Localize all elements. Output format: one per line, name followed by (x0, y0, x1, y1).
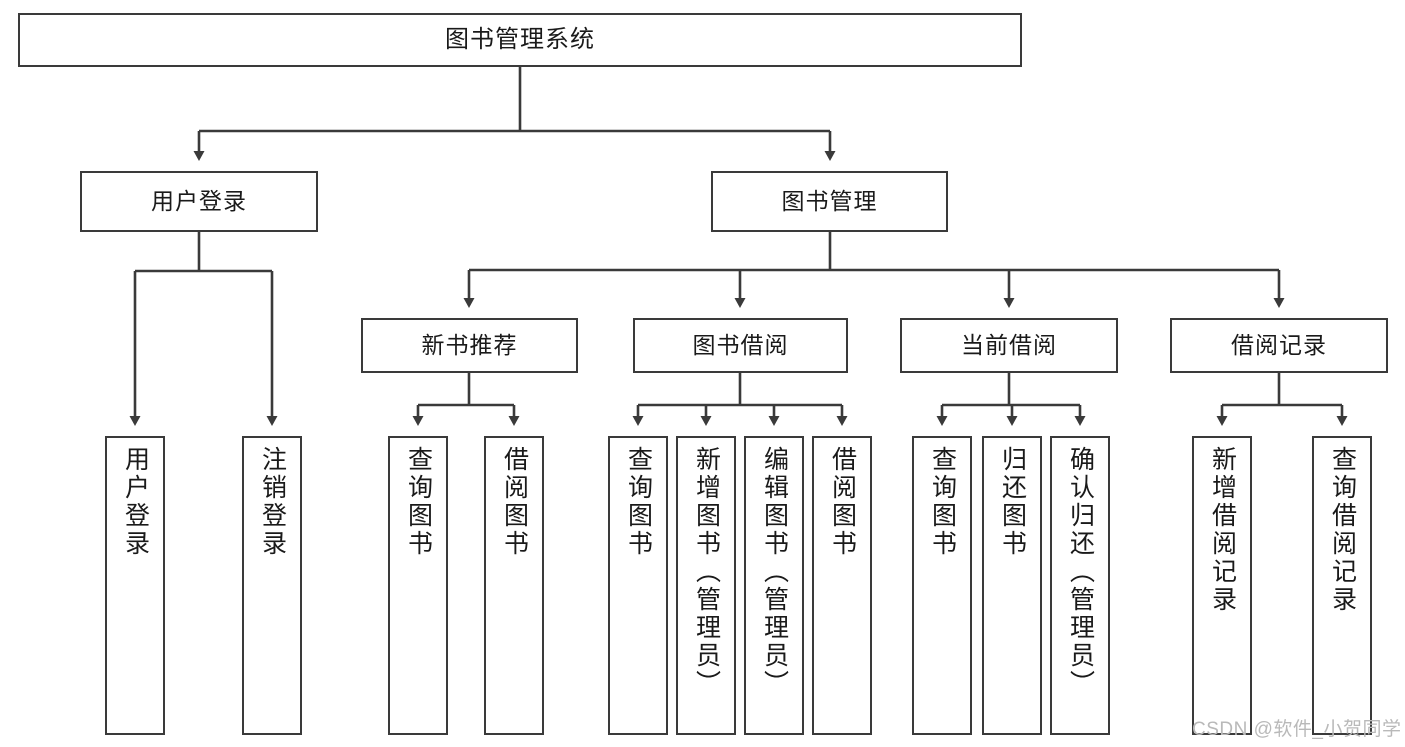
node-root[interactable]: 图书管理系统 (18, 13, 1022, 67)
node-leaf-edit-book-admin-label: 编辑图书（管理员） (760, 446, 789, 698)
node-leaf-add-book-admin-label: 新增图书（管理员） (692, 446, 721, 698)
node-leaf-add-borrow-record-label: 新增借阅记录 (1208, 446, 1237, 614)
node-book-borrow[interactable]: 图书借阅 (633, 318, 848, 373)
node-leaf-borrow-book-1-label: 借阅图书 (500, 446, 529, 558)
node-leaf-user-login-label: 用户登录 (121, 446, 150, 558)
node-root-label: 图书管理系统 (445, 26, 595, 54)
node-leaf-query-borrow-record[interactable]: 查询借阅记录 (1312, 436, 1372, 735)
node-leaf-query-book-2[interactable]: 查询图书 (608, 436, 668, 735)
node-leaf-user-login[interactable]: 用户登录 (105, 436, 165, 735)
node-book-manage[interactable]: 图书管理 (711, 171, 948, 232)
node-leaf-add-book-admin[interactable]: 新增图书（管理员） (676, 436, 736, 735)
node-leaf-logout-login[interactable]: 注销登录 (242, 436, 302, 735)
csdn-watermark: CSDN @软件_小贺同学 (1192, 719, 1402, 740)
node-leaf-query-book-3-label: 查询图书 (928, 446, 957, 558)
node-leaf-query-book-3[interactable]: 查询图书 (912, 436, 972, 735)
node-leaf-borrow-book-2-label: 借阅图书 (828, 446, 857, 558)
node-book-manage-label: 图书管理 (781, 188, 878, 215)
node-leaf-return-book-label: 归还图书 (998, 446, 1027, 558)
node-leaf-query-book-1-label: 查询图书 (404, 446, 433, 558)
node-leaf-query-book-2-label: 查询图书 (624, 446, 653, 558)
node-borrow-record[interactable]: 借阅记录 (1170, 318, 1388, 373)
node-leaf-logout-login-label: 注销登录 (258, 446, 287, 558)
node-leaf-edit-book-admin[interactable]: 编辑图书（管理员） (744, 436, 804, 735)
node-book-borrow-label: 图书借阅 (692, 332, 789, 359)
node-current-borrow[interactable]: 当前借阅 (900, 318, 1118, 373)
node-borrow-record-label: 借阅记录 (1231, 332, 1327, 359)
node-leaf-borrow-book-1[interactable]: 借阅图书 (484, 436, 544, 735)
node-leaf-borrow-book-2[interactable]: 借阅图书 (812, 436, 872, 735)
node-user-login[interactable]: 用户登录 (80, 171, 318, 232)
node-leaf-confirm-return-admin-label: 确认归还（管理员） (1066, 446, 1095, 698)
node-leaf-query-borrow-record-label: 查询借阅记录 (1328, 446, 1357, 614)
node-user-login-label: 用户登录 (151, 188, 247, 215)
node-current-borrow-label: 当前借阅 (961, 332, 1057, 359)
node-new-book-recommend[interactable]: 新书推荐 (361, 318, 578, 373)
node-leaf-query-book-1[interactable]: 查询图书 (388, 436, 448, 735)
node-new-book-recommend-label: 新书推荐 (421, 332, 518, 359)
node-leaf-confirm-return-admin[interactable]: 确认归还（管理员） (1050, 436, 1110, 735)
node-leaf-return-book[interactable]: 归还图书 (982, 436, 1042, 735)
node-leaf-add-borrow-record[interactable]: 新增借阅记录 (1192, 436, 1252, 735)
